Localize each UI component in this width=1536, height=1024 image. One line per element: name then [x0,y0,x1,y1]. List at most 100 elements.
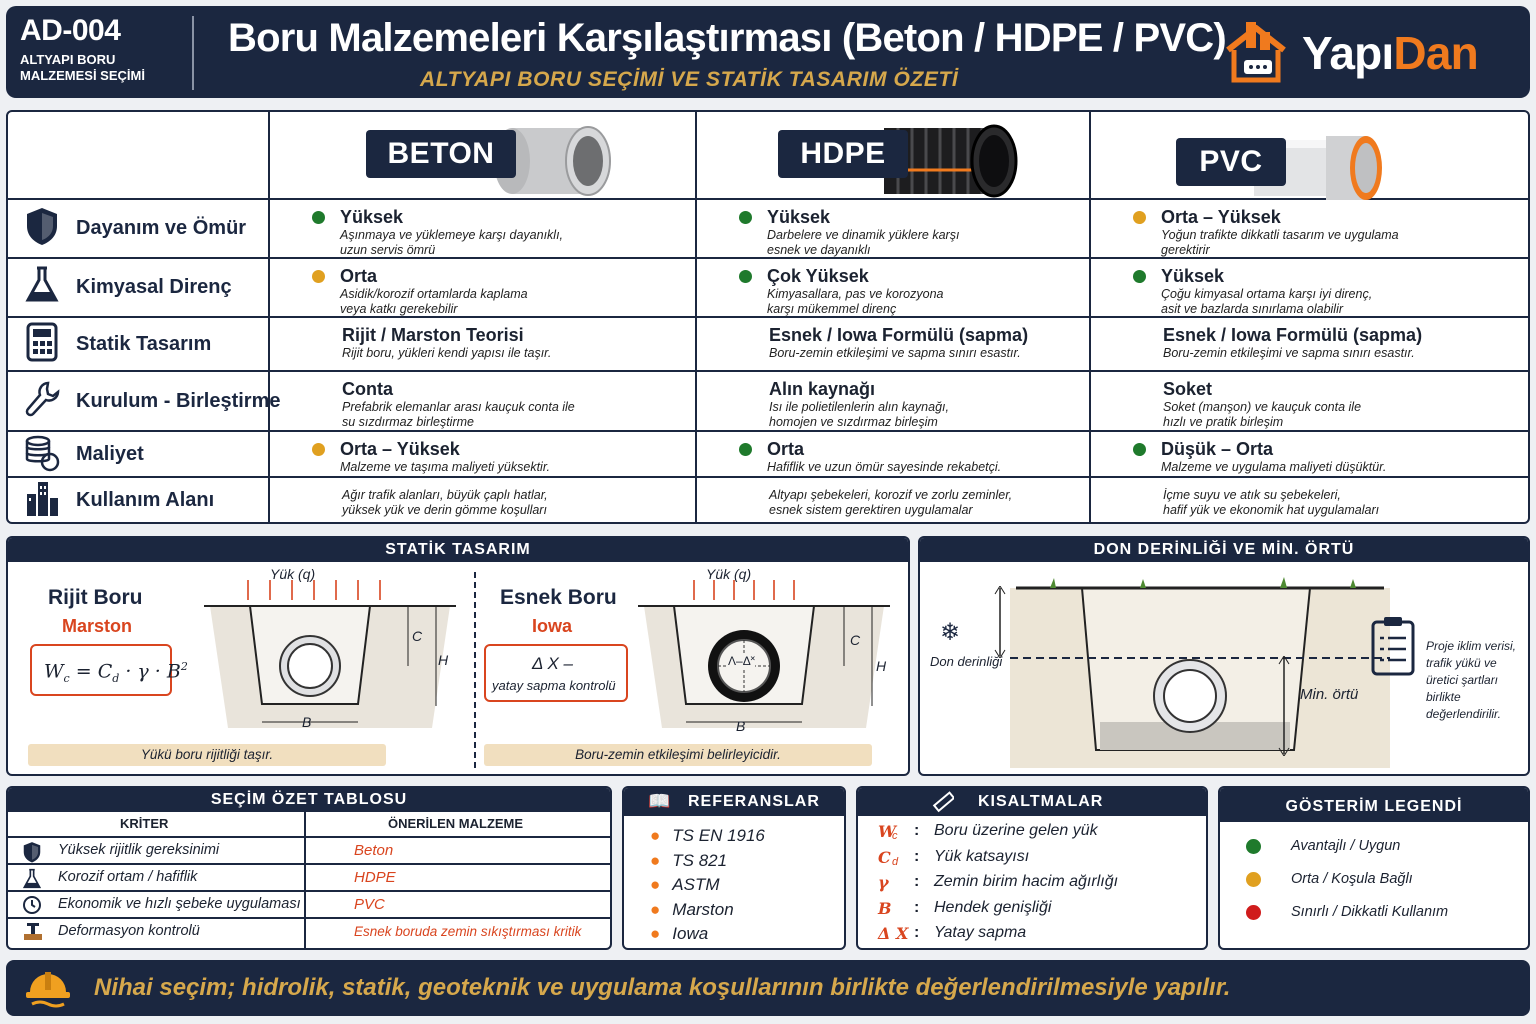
rigid-pipe-title: Rijit Boru [48,586,143,609]
legend-item: Avantajlı / Uygun [1246,838,1400,854]
header-divider [192,16,194,90]
status-dot [1133,443,1146,456]
status-dot [1133,270,1146,283]
flexible-load-label: Yük (q) [706,566,752,582]
calculator-icon [8,322,60,367]
rigid-method: Marston [62,616,133,636]
rigid-load-label: Yük (q) [270,566,316,582]
flexible-trench-diagram [638,580,890,728]
shield-icon [8,206,60,251]
reference-item: ●TS 821 [650,850,728,870]
column-header-material: ÖNERİLEN MALZEME [388,816,524,831]
page-title: Boru Malzemeleri Karşılaştırması (Beton … [228,16,1227,60]
ruler-icon [932,791,954,813]
brand-wordmark: YapıDan [1302,27,1479,79]
panel-title: REFERANSLAR [624,788,844,816]
flask-icon [22,868,42,895]
panel-title: STATİK TASARIM [8,538,908,562]
comparison-cell: Altyapı şebekeleri, korozif ve zorlu zem… [769,488,1013,517]
frost-trench-diagram [1010,577,1390,768]
comparison-cell: Esnek / Iowa Formülü (sapma)Boru-zemin e… [769,325,1029,360]
shield-icon [22,841,42,868]
footer-bar: Nihai seçim; hidrolik, statik, geoteknik… [6,960,1530,1016]
flexible-b-label: B [736,718,746,734]
material-tag-pvc: PVC [1176,138,1286,186]
summary-row: Yüksek rijitlik gereksinimi Beton [8,836,610,863]
status-dot [739,443,752,456]
flexible-method: Iowa [532,616,573,636]
min-cover-arrow [1278,656,1290,756]
criterion-row-label: Kimyasal Direnç [8,259,268,316]
rigid-c-label: C [412,628,423,644]
status-dot [1133,211,1146,224]
pvc-pipe-icon [1254,136,1382,200]
footer-note: Nihai seçim; hidrolik, statik, geoteknik… [94,974,1231,1001]
summary-row: Deformasyon kontrolü Esnek boruda zemin … [8,917,610,947]
reference-item: ●Marston [650,899,734,919]
clipboard-icon [1371,617,1415,676]
references-panel: REFERANSLAR 📖 ●TS EN 1916 ●TS 821 ●ASTM … [622,786,846,950]
panel-title: GÖSTERİM LEGENDİ [1220,788,1528,822]
material-tag-beton: BETON [366,130,516,178]
page-subtitle: ALTYAPI BORU SEÇİMİ VE STATİK TASARIM ÖZ… [420,68,959,91]
legend-item: Orta / Koşula Bağlı [1246,871,1413,887]
flexible-pipe-title: Esnek Boru [500,586,617,609]
material-header-beton: BETON [366,120,626,202]
status-dot [739,270,752,283]
coins-icon [8,432,60,477]
status-dot [312,270,325,283]
iowa-formula: Δ X – yatay sapma kontrolü [484,644,628,702]
flexible-deflection-label: Λ–Δ˟ [728,654,755,668]
material-tag-hdpe: HDPE [778,130,908,178]
summary-row: Korozif ortam / hafiflik HDPE [8,863,610,890]
snowflake-icon: ❄ [940,619,961,646]
selection-summary-panel: SEÇİM ÖZET TABLOSU KRİTER ÖNERİLEN MALZE… [6,786,612,950]
comparison-cell: Esnek / Iowa Formülü (sapma)Boru-zemin e… [1163,325,1423,360]
legend-dot [1246,838,1261,854]
flexible-note: Boru-zemin etkileşimi belirleyicidir. [484,744,872,766]
status-dot [739,211,752,224]
material-header-hdpe: HDPE [778,120,1038,202]
legend-dot [1246,871,1261,887]
header-bar: AD-004 ALTYAPI BORU MALZEMESİ SEÇİMİ Bor… [6,6,1530,98]
summary-row: Ekonomik ve hızlı şebeke uygulaması PVC [8,890,610,920]
criterion-row-label: Maliyet [8,432,268,476]
legend-panel: GÖSTERİM LEGENDİ Avantajlı / Uygun Orta … [1218,786,1530,950]
document-code-subtitle: ALTYAPI BORU MALZEMESİ SEÇİMİ [20,52,145,83]
criterion-row-label: Statik Tasarım [8,318,268,370]
frost-depth-label: Don derinliği [930,654,1003,669]
criterion-row-label: Dayanım ve Ömür [8,200,268,257]
compactor-icon [22,922,44,947]
building-logo-icon [1226,22,1286,83]
frost-depth-panel: DON DERİNLİĞİ VE MİN. ÖRTÜ ❄ Don derinli… [918,536,1530,776]
legend-dot [1246,904,1261,920]
status-dot [312,443,325,456]
min-cover-label: Min. örtü [1300,686,1359,703]
rigid-trench-diagram [204,580,456,728]
panel-title: SEÇİM ÖZET TABLOSU [8,788,610,812]
brand-logo: YapıDan [1220,20,1512,86]
rigid-note: Yükü boru rijitliği taşır. [28,744,386,766]
criterion-row-label: Kullanım Alanı [8,478,268,522]
panel-title: KISALTMALAR [858,788,1206,816]
hard-hat-icon [26,972,70,1008]
flexible-h-label: H [876,658,887,674]
reference-item: ●ASTM [650,875,720,894]
panel-title: DON DERİNLİĞİ VE MİN. ÖRTÜ [920,538,1528,562]
rigid-h-label: H [438,652,449,668]
flexible-c-label: C [850,632,861,648]
marston-formula: Wc = Cd · γ · B2 [30,644,188,696]
clock-icon [22,895,42,920]
